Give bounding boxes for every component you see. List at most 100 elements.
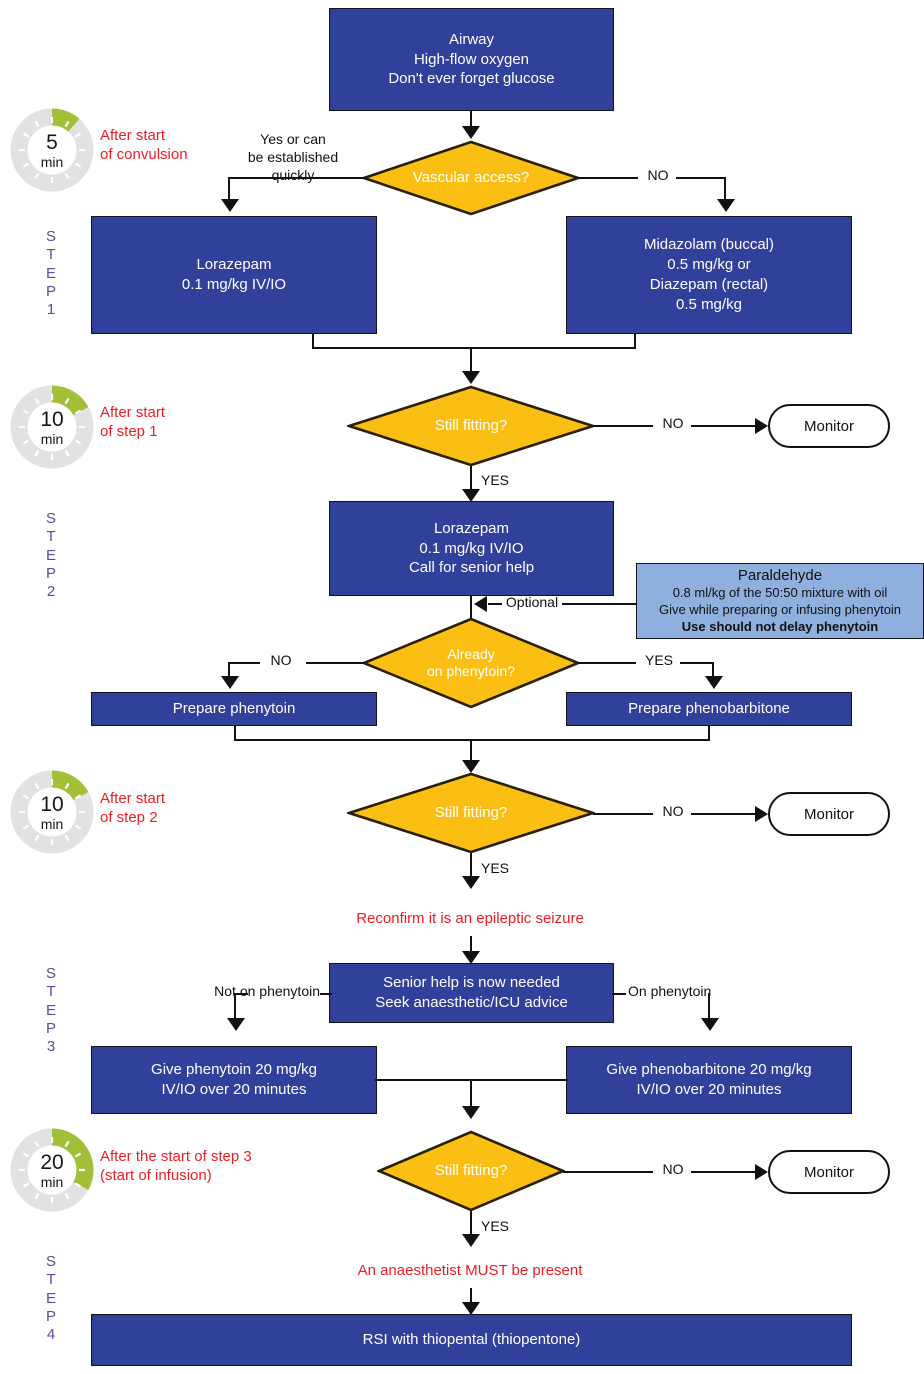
- paraldehyde-line-2: 0.8 ml/kg of the 50:50 mixture with oil: [672, 585, 888, 601]
- box-midazolam-diazepam[interactable]: Midazolam (buccal) 0.5 mg/kg or Diazepam…: [566, 216, 852, 334]
- diamond-shape-icon: [347, 772, 595, 854]
- connector-prepare-left-down: [234, 726, 236, 740]
- terminator-monitor-1[interactable]: Monitor: [768, 404, 890, 448]
- connector-step1-left-down: [312, 334, 314, 348]
- paraldehyde-line-4: Use should not delay phenytoin: [681, 619, 879, 635]
- box-airway[interactable]: Airway High-flow oxygen Don't ever forge…: [329, 8, 614, 111]
- clock-dial-icon: [10, 770, 94, 854]
- connector-vascular-right-h2: [676, 177, 726, 179]
- label-no-vascular: NO: [647, 167, 669, 183]
- timer-note-5min: After start of convulsion: [100, 127, 188, 163]
- label-yes-or-can: Yes or can be established quickly: [247, 131, 339, 184]
- diamond-still-fitting-2[interactable]: Still fitting?: [347, 772, 595, 854]
- box-give-phenytoin[interactable]: Give phenytoin 20 mg/kg IV/IO over 20 mi…: [91, 1046, 377, 1114]
- timer-note-10min-b: After start of step 2: [100, 790, 166, 826]
- connector-vascular-left-h2: [336, 177, 366, 179]
- connector-sf2-yes-v: [470, 853, 472, 879]
- diamond-still-fitting-1[interactable]: Still fitting?: [347, 385, 595, 467]
- connector-aop-yes-h1: [578, 662, 636, 664]
- label-no-fitting-1: NO: [662, 415, 684, 431]
- clock-dial-icon: [10, 1128, 94, 1212]
- label-not-on-phenytoin: Not on phenytoin: [214, 983, 320, 999]
- arrowhead-down-stillfitting1: [462, 371, 480, 384]
- connector-prepare-merge-v: [470, 739, 472, 763]
- connector-vascular-right-h1: [578, 177, 638, 179]
- connector-optional-h1: [488, 603, 502, 605]
- box-give-phenobarbitone-text: Give phenobarbitone 20 mg/kg IV/IO over …: [606, 1061, 812, 1098]
- timer-clock-10min-a: 10 min: [10, 385, 94, 469]
- timer-note-10min-a: After start of step 1: [100, 404, 166, 440]
- connector-aop-no-v: [228, 662, 230, 679]
- box-paraldehyde[interactable]: Paraldehyde 0.8 ml/kg of the 50:50 mixtu…: [636, 563, 924, 639]
- connector-nop-h2: [320, 993, 332, 995]
- connector-vascular-right-v: [724, 177, 726, 202]
- box-prepare-phenytoin[interactable]: Prepare phenytoin: [91, 692, 377, 726]
- arrowhead-down-stillfitting2: [462, 760, 480, 773]
- step-label-2: S T E P 2: [45, 510, 56, 601]
- diamond-shape-icon: [377, 1130, 565, 1212]
- box-lorazepam-step2[interactable]: Lorazepam 0.1 mg/kg IV/IO Call for senio…: [329, 501, 614, 596]
- diamond-still-fitting-3[interactable]: Still fitting?: [377, 1130, 565, 1212]
- arrowhead-down-prepare-phenobarbitone: [705, 676, 723, 689]
- connector-vascular-left-v: [228, 177, 230, 202]
- label-no-fitting-3: NO: [662, 1161, 684, 1177]
- label-optional: Optional: [505, 594, 559, 610]
- box-rsi-thiopental[interactable]: RSI with thiopental (thiopentone): [91, 1314, 852, 1366]
- note-anaesthetist-present: An anaesthetist MUST be present: [357, 1262, 583, 1279]
- label-yes-fitting-1: YES: [481, 472, 510, 488]
- diamond-shape-icon: [362, 140, 580, 216]
- diamond-already-on-phenytoin[interactable]: Already on phenytoin?: [362, 617, 580, 709]
- timer-note-20min: After the start of step 3 (start of infu…: [100, 1148, 252, 1184]
- paraldehyde-title: Paraldehyde: [737, 566, 823, 584]
- arrowhead-down-rsi: [462, 1302, 480, 1315]
- step-label-4: S T E P 4: [45, 1253, 56, 1344]
- terminator-monitor-1-label: Monitor: [803, 417, 855, 435]
- connector-sf3-no-h1: [563, 1171, 653, 1173]
- box-lorazepam-step1-text: Lorazepam 0.1 mg/kg IV/IO: [181, 256, 287, 293]
- diamond-vascular-access[interactable]: Vascular access?: [362, 140, 580, 216]
- arrowhead-down-lorazepam2: [462, 489, 480, 502]
- connector-step1-right-down: [634, 334, 636, 348]
- box-prepare-phenobarbitone[interactable]: Prepare phenobarbitone: [566, 692, 852, 726]
- connector-step1-merge-v: [470, 347, 472, 374]
- box-senior-help-text: Senior help is now needed Seek anaesthet…: [375, 974, 568, 1011]
- connector-sf2-no-h1: [593, 813, 653, 815]
- arrowhead-left-optional: [474, 596, 487, 612]
- connector-aop-yes-h2: [680, 662, 714, 664]
- label-no-phenytoin: NO: [270, 652, 292, 668]
- connector-aop-yes-v: [712, 662, 714, 679]
- connector-anaesthetist-down: [470, 1288, 472, 1304]
- note-reconfirm-seizure: Reconfirm it is an epileptic seizure: [356, 910, 584, 927]
- box-midazolam-diazepam-text: Midazolam (buccal) 0.5 mg/kg or Diazepam…: [643, 236, 775, 313]
- timer-clock-10min-b: 10 min: [10, 770, 94, 854]
- arrowhead-down-stillfitting3: [462, 1106, 480, 1119]
- connector-prepare-merge-h: [234, 739, 710, 741]
- connector-aop-no-h1: [228, 662, 260, 664]
- box-lorazepam-step1[interactable]: Lorazepam 0.1 mg/kg IV/IO: [91, 216, 377, 334]
- clock-dial-icon: [10, 108, 94, 192]
- box-prepare-phenytoin-text: Prepare phenytoin: [172, 700, 296, 718]
- arrowhead-down-vascular: [462, 126, 480, 139]
- box-senior-help[interactable]: Senior help is now needed Seek anaesthet…: [329, 963, 614, 1023]
- step-label-1: S T E P 1: [45, 228, 56, 319]
- terminator-monitor-2[interactable]: Monitor: [768, 792, 890, 836]
- arrowhead-down-lorazepam1: [221, 199, 239, 212]
- arrowhead-right-monitor3: [755, 1164, 768, 1180]
- box-give-phenobarbitone[interactable]: Give phenobarbitone 20 mg/kg IV/IO over …: [566, 1046, 852, 1114]
- connector-optional-h2: [562, 603, 636, 605]
- connector-aop-no-h2: [306, 662, 364, 664]
- connector-sf1-no-h2: [691, 425, 757, 427]
- arrowhead-down-prepare-phenytoin: [221, 676, 239, 689]
- arrowhead-down-give-phenytoin: [227, 1018, 245, 1031]
- connector-step1-merge-h: [312, 347, 636, 349]
- box-airway-text: Airway High-flow oxygen Don't ever forge…: [388, 30, 555, 88]
- terminator-monitor-3-label: Monitor: [803, 1163, 855, 1181]
- terminator-monitor-3[interactable]: Monitor: [768, 1150, 890, 1194]
- box-lorazepam-step2-text: Lorazepam 0.1 mg/kg IV/IO Call for senio…: [408, 519, 535, 577]
- arrowhead-down-seniorhelp: [462, 951, 480, 964]
- connector-step3-merge-v: [470, 1079, 472, 1109]
- arrowhead-down-anaesthetist: [462, 1234, 480, 1247]
- connector-op-h1: [612, 993, 626, 995]
- paraldehyde-line-3: Give while preparing or infusing phenyto…: [658, 602, 902, 618]
